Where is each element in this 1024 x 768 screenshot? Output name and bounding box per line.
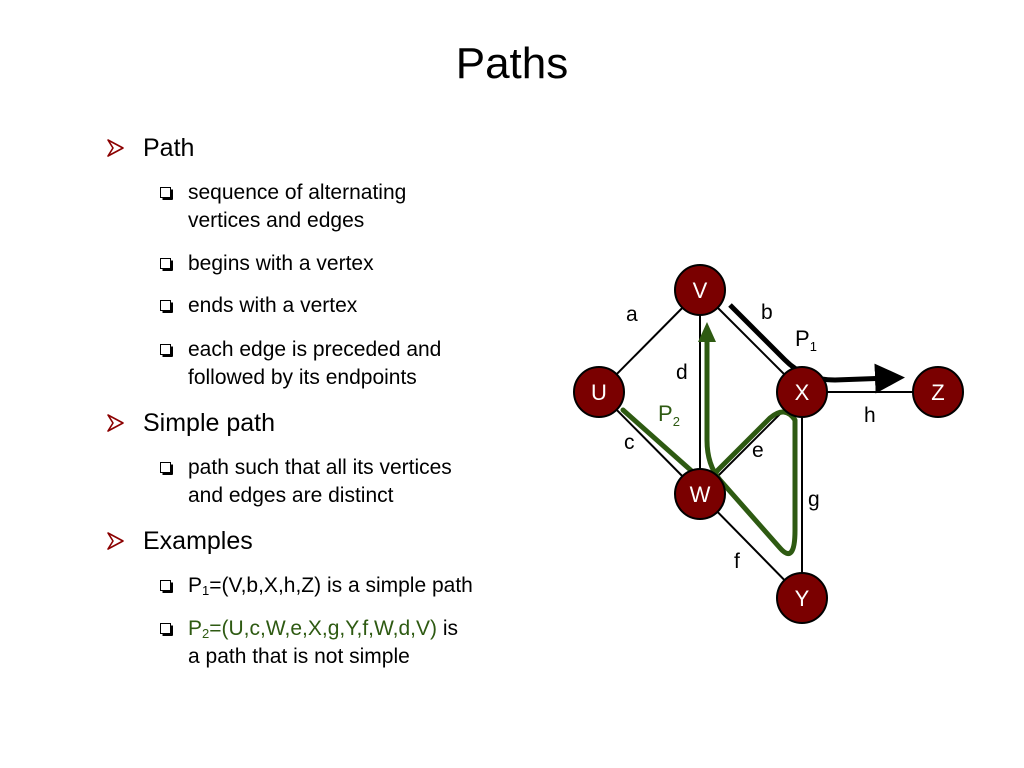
path-subscript: 2: [202, 626, 210, 641]
path-sequence: =(U,c,W,e,X,g,Y,f,W,d,V): [209, 617, 438, 640]
vertex-y: Y: [776, 572, 828, 624]
checkbox-bullet-icon: [160, 580, 173, 593]
path-label-p1: P1: [795, 326, 817, 354]
path-name: P: [188, 574, 203, 597]
edge-label-d: d: [676, 361, 688, 384]
subbullet-line: begins with a vertex: [188, 252, 374, 275]
edge-label-b: b: [761, 301, 773, 324]
bullet-label: Path: [143, 134, 195, 162]
subbullet-line: vertices and edges: [188, 209, 365, 232]
checkbox-bullet-icon: [160, 462, 173, 475]
checkbox-bullet-icon: [160, 344, 173, 357]
vertex-label: Y: [795, 586, 810, 611]
edge-label-e: e: [752, 439, 764, 462]
vertex-label: W: [690, 482, 711, 507]
example-text: P2=(U,c,W,e,X,g,Y,f,W,d,V) is: [188, 615, 458, 643]
edge-label-a: a: [626, 303, 638, 326]
checkbox-bullet-icon: [160, 300, 173, 313]
edge-b: [699, 289, 803, 393]
edge-label-c: c: [624, 431, 635, 454]
edge-labels: a b c d e f g h: [624, 301, 876, 573]
path-subscript: 1: [202, 583, 210, 598]
bullet-label: Simple path: [143, 409, 276, 437]
vertex-label: X: [795, 380, 810, 405]
subbullet-line: sequence of alternating: [188, 181, 407, 204]
path-description: is: [437, 617, 459, 640]
subbullet-line: path such that all its vertices: [188, 456, 452, 479]
example-text: P1=(V,b,X,h,Z) is a simple path: [188, 572, 473, 600]
graph-edges: [598, 289, 938, 599]
edge-label-h: h: [864, 404, 876, 427]
arrow-bullet-icon: [107, 532, 124, 550]
path-label-p2: P2: [658, 401, 680, 429]
path-description: is a simple path: [321, 574, 473, 597]
bullet-label: Examples: [143, 527, 253, 555]
arrow-bullet-icon: [107, 139, 124, 157]
subbullet-line: ends with a vertex: [188, 294, 358, 317]
checkbox-bullet-icon: [160, 187, 173, 200]
edge-a: [598, 289, 701, 393]
edge-label-f: f: [734, 550, 740, 573]
edge-label-g: g: [808, 488, 820, 511]
vertex-label: V: [693, 278, 708, 303]
edge-c: [598, 391, 701, 495]
vertex-label: Z: [931, 380, 944, 405]
subbullet-line: and edges are distinct: [188, 484, 394, 507]
slide-title: Paths: [455, 39, 569, 88]
vertex-z: Z: [912, 366, 964, 418]
vertex-label: U: [591, 380, 607, 405]
checkbox-bullet-icon: [160, 623, 173, 636]
subbullet-line: followed by its endpoints: [188, 366, 417, 389]
vertex-w: W: [674, 468, 726, 520]
path-p1: [728, 303, 905, 394]
path-p2: [620, 337, 798, 556]
edge-e: [699, 391, 803, 495]
vertex-v: V: [674, 264, 726, 316]
arrow-bullet-icon: [107, 414, 124, 432]
checkbox-bullet-icon: [160, 258, 173, 271]
subbullet-line: each edge is preceded and: [188, 338, 442, 361]
edge-f: [699, 493, 803, 599]
example-text-continued: a path that is not simple: [188, 645, 410, 668]
path-p2-arrowhead: [698, 322, 716, 342]
vertex-u: U: [573, 366, 625, 418]
vertex-x: X: [776, 366, 828, 418]
path-name: P: [188, 617, 203, 640]
graph-vertices: V U X Z W Y: [573, 264, 964, 624]
path-sequence: =(V,b,X,h,Z): [209, 574, 322, 597]
